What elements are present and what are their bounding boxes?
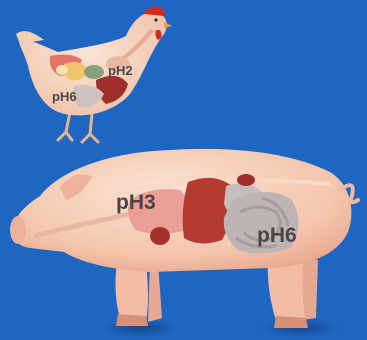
chicken-leg-left [58, 112, 72, 140]
chicken-tail [16, 31, 44, 44]
chicken-egg [56, 65, 68, 75]
chicken-intestine-ph-label: pH6 [52, 90, 77, 103]
chicken-eye [154, 18, 157, 21]
pig [10, 149, 358, 337]
pig-intestine-ph-label: pH6 [257, 225, 297, 246]
chicken-beak [164, 22, 172, 28]
pig-snout [10, 216, 26, 244]
chicken-leg-right [82, 114, 98, 142]
pig-hoof-back [274, 316, 308, 328]
pig-heart [150, 227, 170, 245]
chicken-gizzard [84, 65, 104, 79]
chicken-crop-ph-label: pH2 [108, 64, 133, 77]
pig-stomach-ph-label: pH3 [116, 192, 156, 213]
chicken [16, 6, 172, 142]
pig-kidney [237, 174, 255, 186]
